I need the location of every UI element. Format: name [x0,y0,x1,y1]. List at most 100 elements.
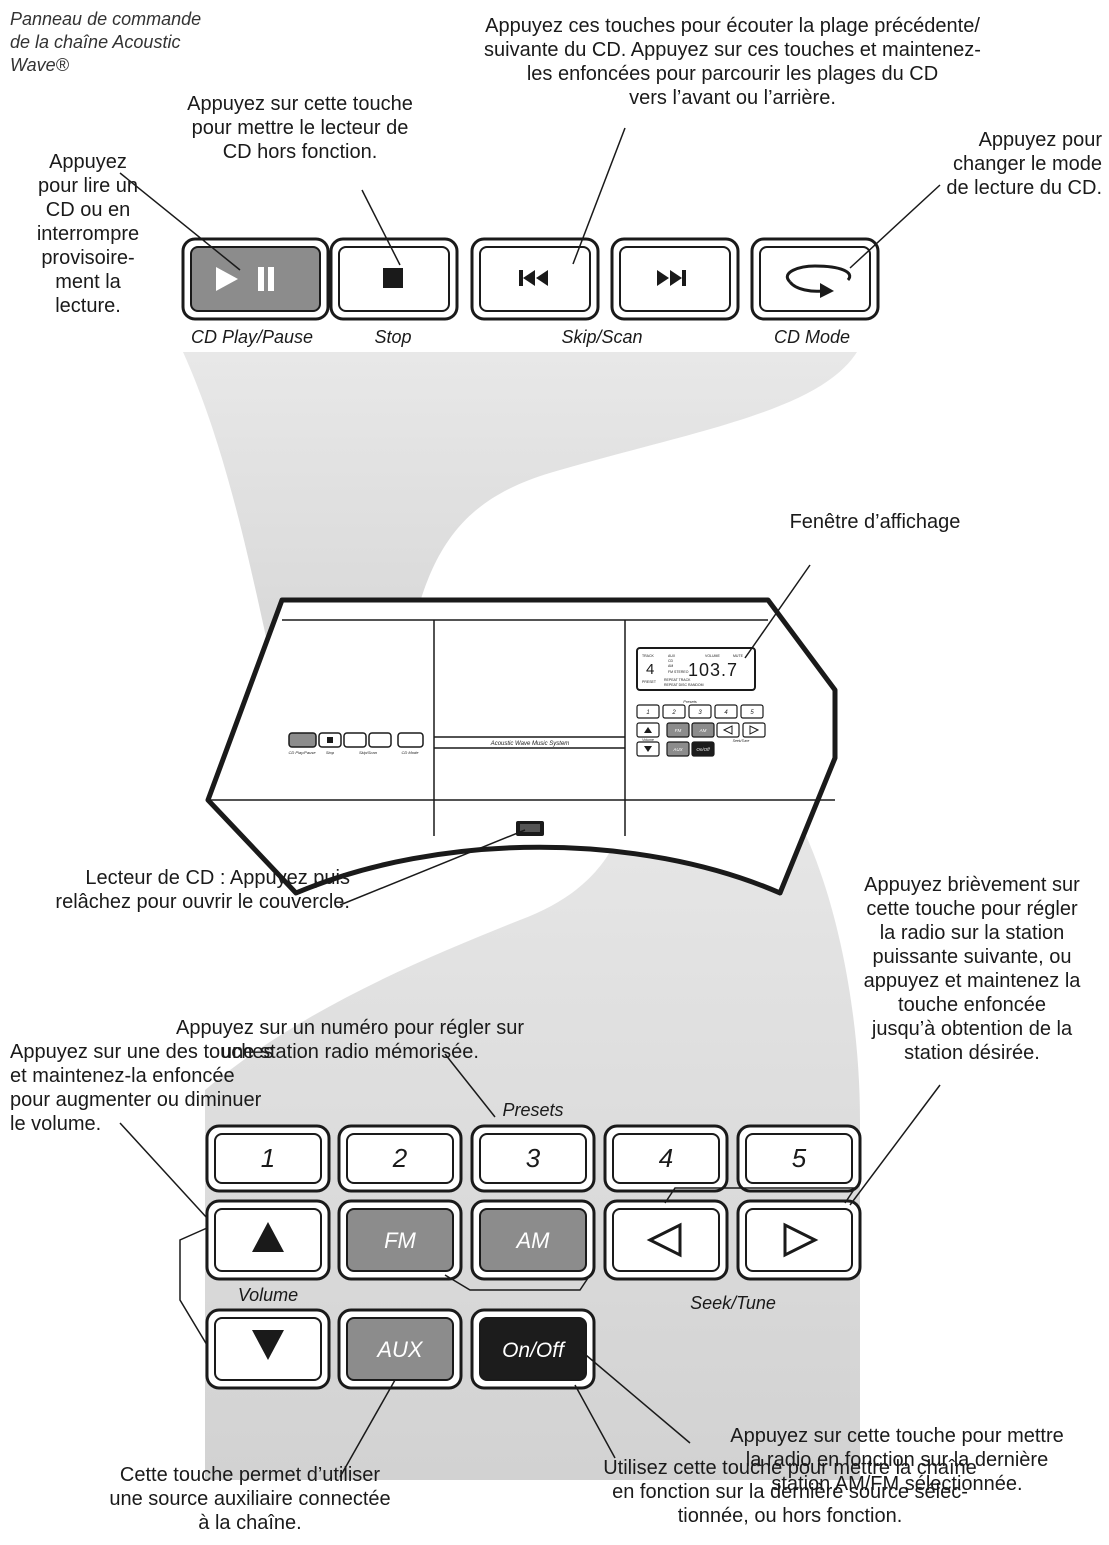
mini-cd-label-3: CD Mode [402,750,420,755]
mini-preset-label: 5 [750,710,754,716]
preset-button-1[interactable]: 1 [205,1124,331,1193]
svg-text:PRESET: PRESET [642,680,657,684]
callout-leaders [119,127,941,1478]
stop-icon [383,268,403,288]
svg-text:MUTE: MUTE [733,654,744,658]
callout-display-window: Fenêtre d’affichage [789,511,961,533]
label-stop: Stop [374,327,411,347]
mini-cd-label-1: Stop [326,750,335,755]
preset-button-4[interactable]: 4 [603,1124,729,1193]
play-icon [216,267,238,291]
mini-cd-buttons: CD Play/Pause Stop Skip/Scan CD Mode [288,732,424,755]
pause-icon [258,267,264,291]
triangle-left-icon [646,1222,682,1258]
svg-text:Seek/Tune: Seek/Tune [733,739,750,743]
svg-text:AM: AM [668,664,673,668]
preset-button-label: 3 [526,1143,541,1173]
triangle-right-icon [783,1222,819,1258]
preset-button-label: 1 [261,1143,275,1173]
callout-cd-mode: Appuyez pour changer le mode de lecture … [946,129,1102,199]
volume-down-button[interactable] [205,1308,331,1390]
label-seek-tune: Seek/Tune [690,1293,776,1313]
volume-up-button[interactable] [205,1199,331,1281]
mini-preset-button [636,704,660,719]
label-presets: Presets [502,1100,563,1120]
skip-forward-button[interactable] [610,237,740,321]
preset-button-2[interactable]: 2 [337,1124,463,1193]
skip-forward-icon [657,270,686,286]
callout-aux: Cette touche permet d’utiliser une sourc… [109,1464,391,1534]
preset-button-3[interactable]: 3 [470,1124,596,1193]
callout-presets: Appuyez sur un numéro pour régler sur un… [176,1017,524,1063]
fm-button[interactable]: FM [337,1199,463,1281]
preset-button-label: 2 [392,1143,408,1173]
svg-text:FM: FM [675,728,682,733]
label-cd-mode: CD Mode [774,327,850,347]
label-cd-play-pause: CD Play/Pause [191,327,313,347]
svg-text:VOLUME: VOLUME [705,654,720,658]
callout-stop: Appuyez sur cette touche pour mettre le … [187,93,413,163]
mini-preset-label: 3 [698,710,702,716]
stop-button[interactable] [329,237,459,321]
label-skip-scan: Skip/Scan [561,327,642,347]
cd-mode-button[interactable] [750,237,880,321]
display-window: TRACK 4 AUX CD AM FM STEREO VOLUME MUTE … [636,647,756,691]
svg-text:REPEAT TRACK: REPEAT TRACK [664,678,691,682]
svg-text:4: 4 [646,661,654,678]
callout-cd-player: Lecteur de CD : Appuyez puis relâchez po… [55,867,350,913]
mini-radio-buttons: Presets 1 2 3 4 5 FM AM AUX On/Off Volume Se… [636,699,766,757]
svg-text:Volume: Volume [642,738,654,742]
preset-button-label: 5 [792,1143,807,1173]
preset-button-label: 4 [659,1143,673,1173]
group-brackets [179,1187,857,1346]
aux-button[interactable]: AUX [337,1308,463,1390]
am-button-label: AM [515,1228,551,1253]
mini-preset-button [714,704,738,719]
skip-back-icon [519,270,548,286]
fm-button-label: FM [384,1228,416,1253]
lcd-frequency: 103.7 [688,660,738,680]
mini-preset-label: 4 [724,710,728,716]
aux-button-label: AUX [375,1337,424,1362]
svg-text:AUX: AUX [672,747,683,752]
seek-tune-down-button[interactable] [603,1199,729,1281]
mini-cd-label-0: CD Play/Pause [288,750,316,755]
cycle-icon [786,264,852,298]
svg-text:FM STEREO: FM STEREO [668,670,689,674]
callout-on-off: Utilisez cette touche pour mettre la cha… [603,1457,977,1527]
svg-text:Presets: Presets [683,699,697,704]
svg-text:AUX: AUX [668,654,676,658]
callout-play-pause: Appuyez pour lire un CD ou en interrompr… [36,151,140,317]
mini-preset-label: 1 [646,710,649,716]
callout-skip-scan: Appuyez ces touches pour écouter la plag… [484,15,981,109]
cd-buttons [181,237,880,321]
on-off-button-label: On/Off [502,1339,566,1362]
svg-text:On/Off: On/Off [696,747,710,752]
svg-text:AM: AM [699,728,707,733]
svg-text:CD: CD [668,659,674,663]
preset-button-5[interactable]: 5 [736,1124,862,1193]
mini-cd-label-2: Skip/Scan [359,750,378,755]
cd-play-pause-button[interactable] [181,237,330,321]
svg-text:TRACK: TRACK [642,654,655,658]
skip-back-button[interactable] [470,237,600,321]
panel-title: Panneau de commande de la chaîne Acousti… [10,9,202,75]
mini-preset-button [688,704,712,719]
on-off-button[interactable]: On/Off [470,1308,596,1390]
seek-tune-up-button[interactable] [736,1199,862,1281]
flow-band-radio [205,760,860,1480]
triangle-up-icon [252,1222,284,1252]
callout-volume: Appuyez sur une des touches et maintenez… [10,1041,274,1135]
am-button[interactable]: AM [470,1199,596,1281]
mini-preset-label: 2 [671,710,676,716]
unit-brand-label: Acoustic Wave Music System [490,741,570,747]
label-volume: Volume [238,1285,298,1305]
mini-preset-button [662,704,686,719]
callout-am-fm: Appuyez sur cette touche pour mettre la … [730,1425,1064,1495]
triangle-down-icon [252,1330,284,1360]
radio-buttons: 1 2 3 4 5 FM AM [205,1124,862,1390]
main-unit: Acoustic Wave Music System CD Play/Pause… [205,597,838,896]
mini-preset-button [740,704,764,719]
svg-text:REPEAT DISC RANDOM: REPEAT DISC RANDOM [664,683,704,687]
